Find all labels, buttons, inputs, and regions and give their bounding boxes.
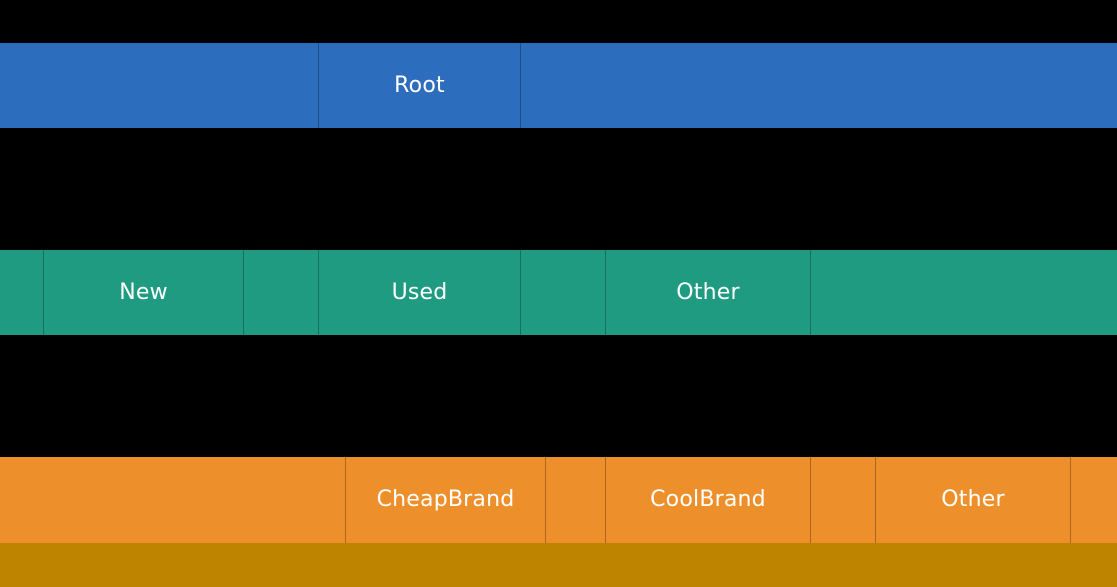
icicle-tile-cheapbrand[interactable]: CheapBrand [345, 457, 545, 543]
icicle-tile-used[interactable]: Used [318, 250, 520, 335]
icicle-level-2: CheapBrand CoolBrand Other [0, 457, 1117, 543]
icicle-tile-unlabeled[interactable] [0, 543, 1117, 587]
icicle-tile-new[interactable]: New [43, 250, 243, 335]
icicle-tile-unlabeled[interactable] [0, 43, 318, 128]
icicle-tile-label: Other [941, 487, 1005, 512]
icicle-tile-label: Other [676, 279, 740, 305]
icicle-tile-coolbrand[interactable]: CoolBrand [605, 457, 810, 543]
icicle-tile-label: New [119, 279, 168, 305]
icicle-level-0: Root [0, 43, 1117, 128]
icicle-tile-root[interactable]: Root [318, 43, 520, 128]
icicle-tile-unlabeled[interactable] [0, 250, 43, 335]
icicle-tile-unlabeled[interactable] [243, 250, 318, 335]
icicle-tile-unlabeled[interactable] [520, 250, 605, 335]
icicle-tile-unlabeled[interactable] [810, 250, 1117, 335]
icicle-tile-unlabeled[interactable] [545, 457, 605, 543]
icicle-tile-unlabeled[interactable] [0, 457, 345, 543]
icicle-tile-label: Used [391, 279, 448, 305]
icicle-tile-label: CheapBrand [376, 487, 515, 512]
icicle-tile-other[interactable]: Other [875, 457, 1070, 543]
icicle-tile-unlabeled[interactable] [520, 43, 1117, 128]
icicle-level-3 [0, 543, 1117, 587]
icicle-tile-unlabeled[interactable] [1070, 457, 1117, 543]
icicle-tile-unlabeled[interactable] [810, 457, 875, 543]
icicle-level-1: New Used Other [0, 250, 1117, 335]
icicle-tile-label: Root [394, 72, 445, 98]
icicle-tile-label: CoolBrand [650, 487, 766, 512]
icicle-tile-other[interactable]: Other [605, 250, 810, 335]
